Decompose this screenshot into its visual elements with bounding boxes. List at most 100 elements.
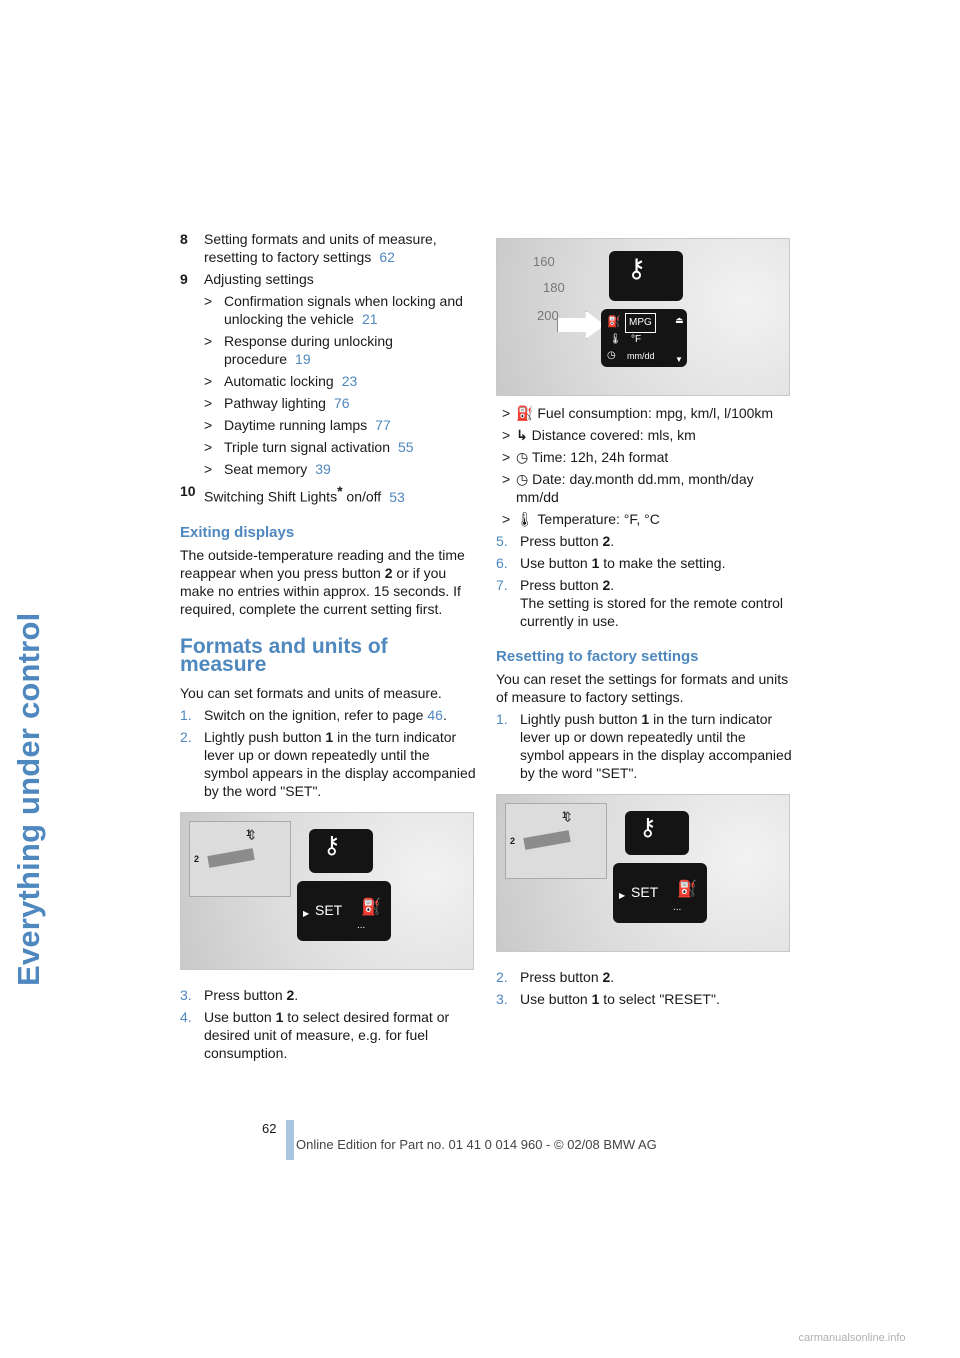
item-label-suffix: on/off [342, 488, 382, 505]
step-item: 3.Press button 2. [180, 986, 476, 1004]
page-reference-link[interactable]: 21 [361, 311, 378, 327]
step-number: 1. [496, 711, 508, 727]
step-number: 3. [496, 991, 508, 1007]
instrument-cluster-figure: 160 180 200 ⚷ ⛽ MPG ⏏ 🌡 °F ◷ mm/dd ▼ [496, 238, 790, 396]
chapter-side-title: Everything under control [11, 226, 54, 986]
item-label: Setting formats and units of measure, re… [204, 231, 437, 265]
fuel-pump-icon: ⛽ [361, 898, 381, 916]
optional-equipment-star: * [337, 483, 343, 499]
bullet-marker: > [204, 333, 213, 349]
turn-lever-inset: 2 1 ⇕ [189, 820, 291, 897]
right-column: 160 180 200 ⚷ ⛽ MPG ⏏ 🌡 °F ◷ mm/dd ▼ > ⛽ … [496, 238, 792, 1012]
para-text: The outside-temperature reading and the … [180, 546, 465, 581]
triangle-down-icon: ▼ [675, 355, 683, 364]
page-number: 62 [262, 1121, 277, 1136]
thermometer-icon: 🌡 [516, 511, 538, 527]
settings-display: ⛽ MPG ⏏ 🌡 °F ◷ mm/dd ▼ [601, 309, 687, 367]
page-reference-link[interactable]: 62 [379, 249, 395, 265]
format-bullet: >↳ Distance covered: mls, km [496, 426, 792, 444]
step-item: 7.Press button 2.The setting is stored f… [496, 576, 792, 630]
page-reference-link[interactable]: 19 [295, 351, 311, 367]
step-text: Press button [520, 533, 603, 549]
sub-item: >Confirmation signals when locking and u… [204, 292, 476, 328]
step-item: 6.Use button 1 to make the setting. [496, 554, 792, 572]
key-icon: ⚷ [323, 831, 341, 859]
turn-lever [207, 847, 255, 868]
step-text: Switch on the ignition, refer to page [204, 706, 428, 723]
key-icon: ⚷ [627, 253, 647, 283]
clock-icon: ◷ [516, 449, 532, 465]
figure-label-2: 2 [510, 836, 516, 846]
display-date-format: mm/dd [627, 351, 655, 361]
item-label: Switching Shift Lights [204, 488, 338, 505]
play-arrow-icon: ▶ [619, 891, 626, 900]
set-display: ▶ SET ⛽ ... [613, 863, 707, 923]
bullet-marker: > [204, 395, 213, 411]
fuel-icon: ⛽ [516, 405, 538, 421]
bullet-marker: > [502, 405, 511, 421]
page-reference-link[interactable]: 39 [315, 461, 331, 477]
display-dots: ... [673, 902, 682, 913]
distance-icon: ↳ [516, 427, 532, 443]
item-number: 8 [180, 231, 188, 247]
page-reference-link[interactable]: 76 [333, 395, 350, 411]
display-set-text: SET [631, 884, 659, 900]
para-text: or if you make no entries within approx.… [180, 564, 461, 617]
key-icon: ⚷ [639, 814, 657, 841]
turn-lever [523, 830, 571, 850]
step-item: 3.Use button 1 to select "RESET". [496, 990, 792, 1008]
turn-lever-inset: 2 1 ⇕ [505, 803, 607, 879]
page-reference-link[interactable]: 53 [389, 488, 405, 505]
left-column: 8 Setting formats and units of measure, … [180, 230, 476, 1066]
set-display: ▶ SET ⛽ ... [297, 880, 391, 941]
step-number: 2. [496, 969, 508, 985]
sub-item: > Pathway lighting 76 [204, 394, 476, 412]
exiting-displays-heading: Exiting displays [180, 523, 295, 541]
item-label: Adjusting settings [204, 271, 314, 287]
step-number: 3. [180, 986, 192, 1003]
step-item: 1.Switch on the ignition, refer to page … [180, 706, 476, 724]
step-note: The setting is stored for the remote con… [520, 595, 784, 629]
display-fahrenheit: °F [631, 334, 642, 345]
eject-icon: ⏏ [675, 315, 684, 325]
button-ref: 2 [602, 533, 611, 549]
button-ref: 2 [384, 564, 393, 581]
bullet-marker: > [502, 449, 511, 465]
page-reference-link[interactable]: 46 [427, 706, 443, 723]
sub-item-label: Pathway lighting [224, 395, 326, 411]
sub-item-label: Daytime running lamps [224, 417, 368, 433]
format-bullet: >⛽ Fuel consumption: mpg, km/l, l/100km [496, 404, 792, 422]
step-text: . [610, 969, 615, 985]
step-text: to make the setting. [599, 555, 726, 571]
arrow-up-icon: ⇕ [562, 809, 574, 825]
step-number: 6. [496, 555, 508, 571]
bullet-marker: > [204, 439, 213, 455]
bullet-marker: > [204, 293, 213, 309]
sub-item-label: Response during unlocking procedure [224, 333, 393, 367]
formats-intro: You can set formats and units of measure… [180, 684, 442, 701]
key-display: ⚷ [309, 828, 373, 873]
bullet-text: Distance covered: mls, km [531, 427, 696, 443]
page-reference-link[interactable]: 23 [341, 373, 358, 389]
display-mpg: MPG [625, 313, 656, 333]
gauge-number: 160 [533, 254, 555, 269]
button-ref: 1 [275, 1008, 284, 1025]
step-text: Press button [204, 986, 287, 1003]
reset-heading: Resetting to factory settings [496, 648, 699, 665]
arrow-up-icon: ⇕ [246, 826, 258, 843]
thermometer-icon: 🌡 [609, 334, 622, 345]
page-reference-link[interactable]: 77 [375, 417, 391, 433]
button-ref: 2 [602, 969, 611, 985]
page-reference-link[interactable]: 55 [398, 439, 414, 455]
button-ref: 1 [325, 728, 334, 745]
display-set-text: SET [315, 901, 343, 918]
play-arrow-icon: ▶ [303, 908, 310, 918]
footer-edition-text: Online Edition for Part no. 01 41 0 014 … [296, 1137, 657, 1152]
button-ref: 2 [602, 577, 611, 593]
bullet-text: Temperature: °F, °C [537, 511, 660, 527]
step-item: 5.Press button 2. [496, 532, 792, 550]
bullet-text: Date: day.month dd.mm, month/day mm/dd [516, 471, 754, 505]
step-text: Press button [520, 969, 603, 985]
